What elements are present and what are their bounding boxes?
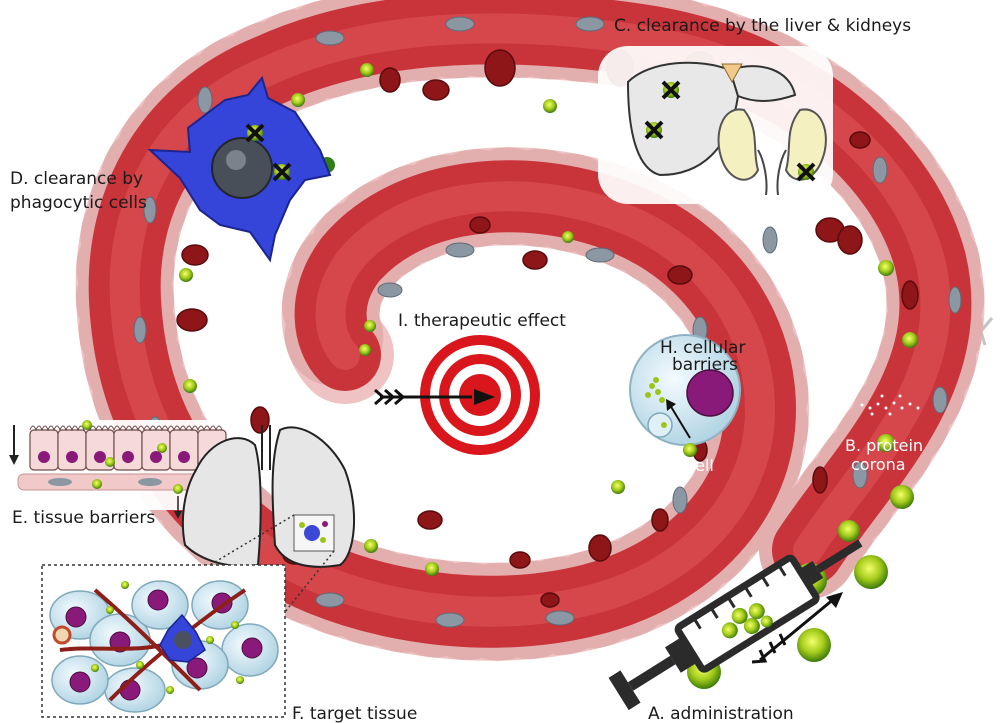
label-protein-corona-1: B. protein	[845, 436, 923, 455]
target-tissue-box	[42, 565, 285, 717]
label-therapeutic-effect: I. therapeutic effect	[398, 311, 566, 331]
label-target-tissue: F. target tissue	[292, 704, 417, 723]
label-clearance-phagocytic-2: phagocytic cells	[10, 193, 147, 213]
label-tissue-barriers: E. tissue barriers	[12, 508, 155, 528]
label-protein-corona-2: corona	[851, 455, 906, 474]
target-icon	[375, 329, 546, 461]
label-target-cell: G. target cell	[610, 456, 714, 475]
label-administration: A. administration	[648, 704, 794, 723]
label-cellular-barriers-2: barriers	[672, 355, 738, 375]
liver-kidneys-organs	[598, 46, 833, 204]
label-clearance-liver-kidneys: C. clearance by the liver & kidneys	[614, 16, 911, 36]
label-clearance-phagocytic-1: D. clearance by	[10, 169, 143, 189]
